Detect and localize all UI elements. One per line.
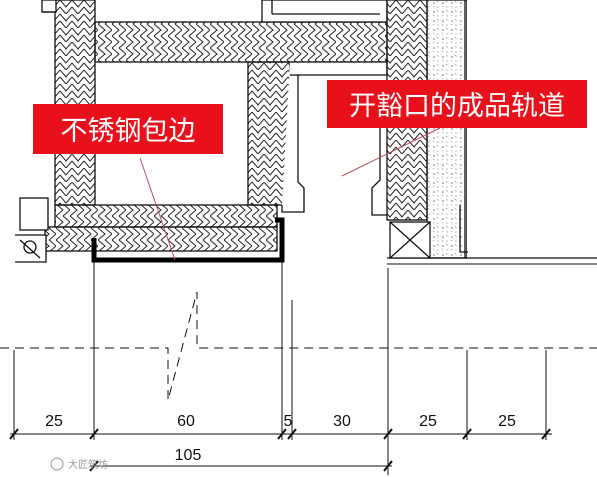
dim-25-c: 25: [498, 413, 516, 430]
dim-25-b: 25: [419, 413, 437, 430]
dim-60: 60: [177, 413, 195, 430]
left-small-detail: [15, 197, 49, 263]
leader-lines: [139, 127, 441, 261]
watermark-text: 大匠筑坊: [68, 458, 108, 471]
callout-stainless-edge: 不锈钢包边: [33, 104, 223, 154]
watermark: 大匠筑坊: [50, 457, 108, 471]
dim-5: 5: [284, 413, 293, 430]
frame-section: [41, 0, 388, 252]
callout-track: 开豁口的成品轨道: [327, 80, 587, 128]
callout-stainless-edge-text: 不锈钢包边: [61, 116, 196, 147]
right-wall-section: [371, 0, 597, 265]
break-line: [0, 291, 597, 401]
extension-lines: [13, 262, 547, 475]
dim-30: 30: [333, 413, 351, 430]
dimension-ticks: [9, 428, 551, 472]
stainless-edge-trim: [91, 217, 285, 263]
dim-25-a: 25: [45, 413, 63, 430]
callout-track-text: 开豁口的成品轨道: [349, 91, 565, 122]
dim-total-105: 105: [175, 447, 202, 464]
